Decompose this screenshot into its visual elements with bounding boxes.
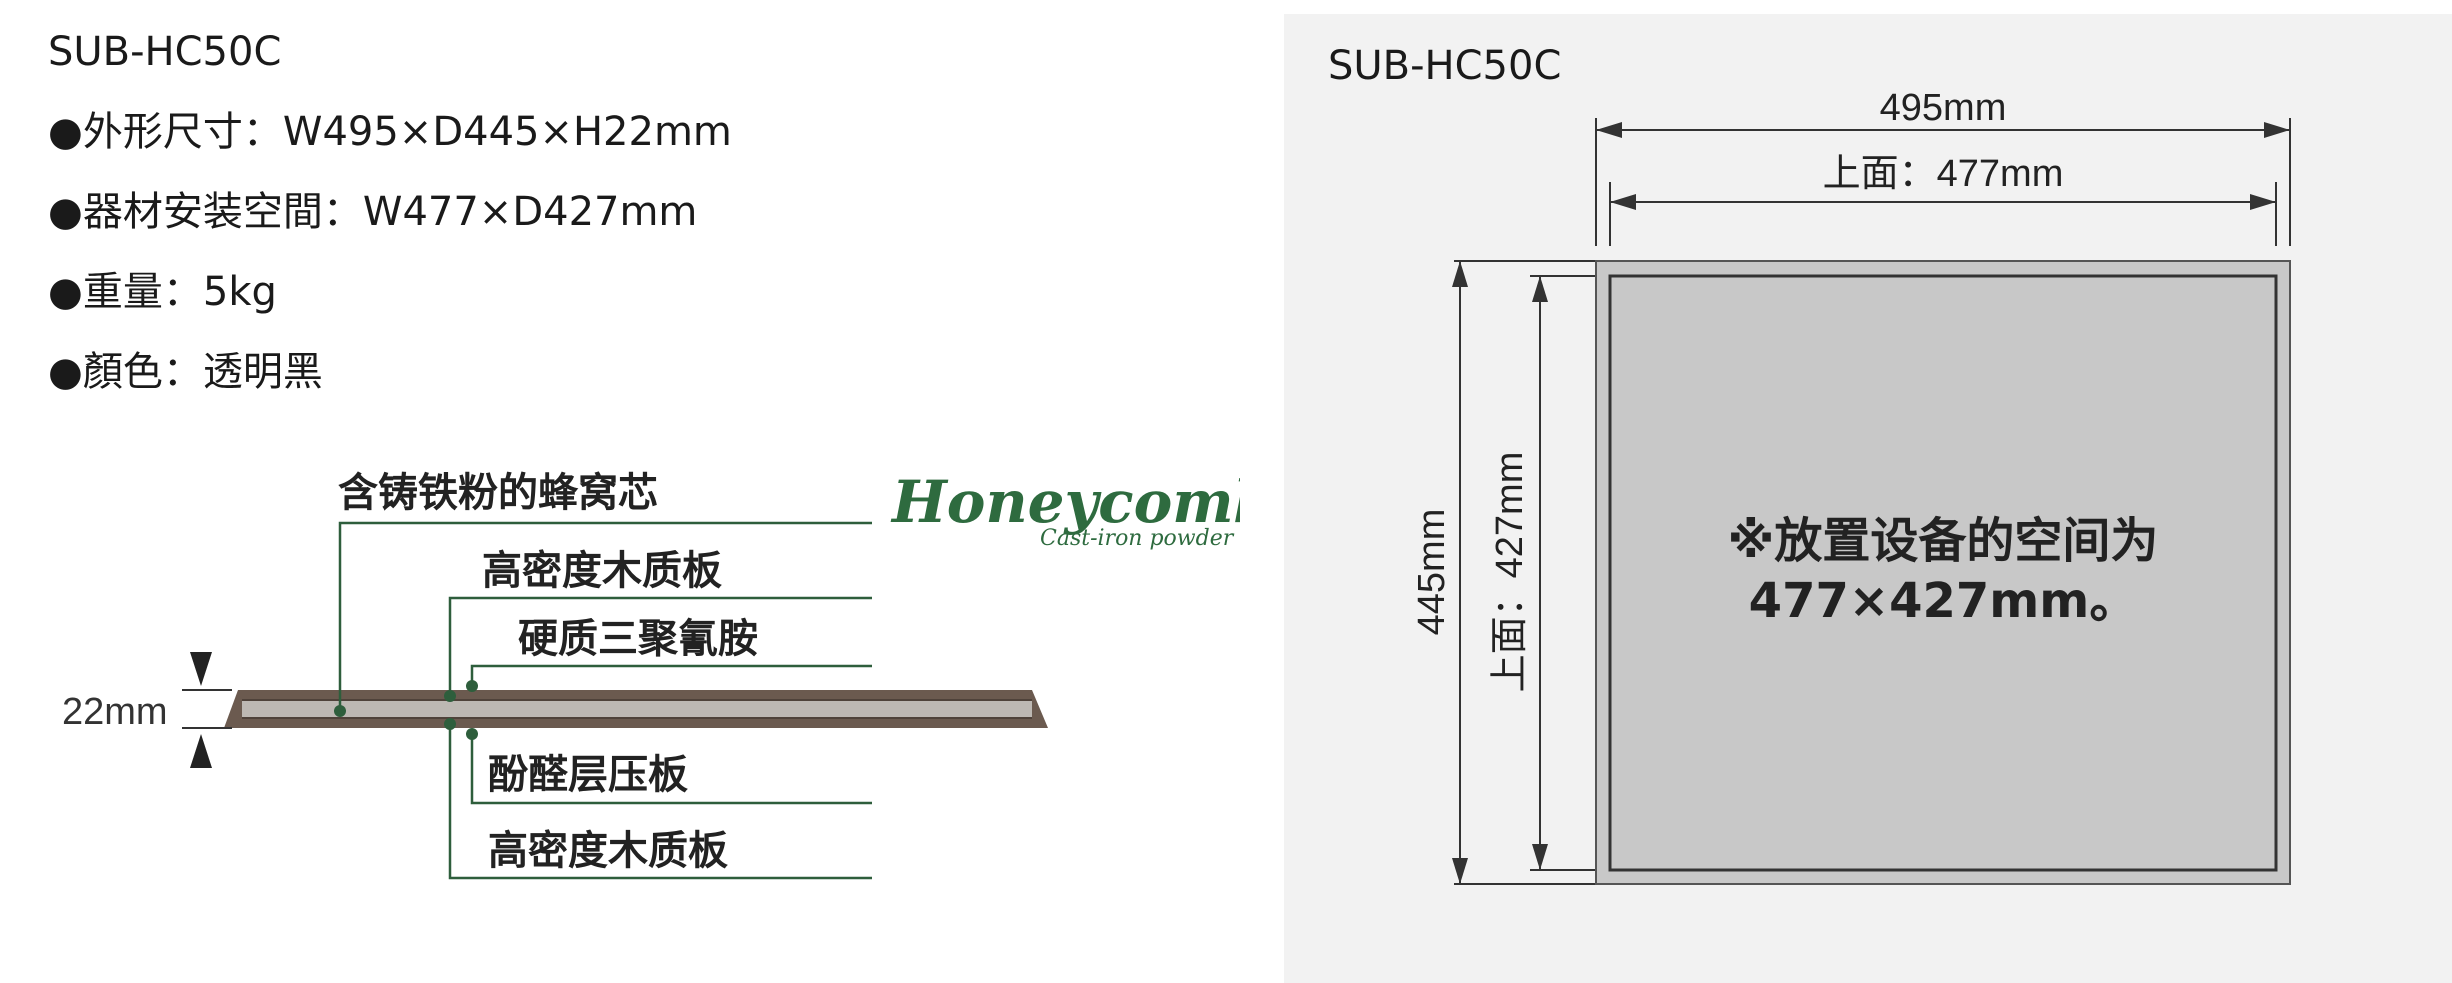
space-note-line2: 477×427mm。 xyxy=(1749,573,2138,629)
leader-phenolic xyxy=(470,734,872,805)
label-board-top: 高密度木质板 xyxy=(482,548,722,594)
layer-diagram: 22mm 含铸铁粉的蜂窝芯 高密度木质板 硬质三聚氰胺 酚醛层压板 高密度木质板… xyxy=(62,468,1240,880)
label-phenolic: 酚醛层压板 xyxy=(488,752,688,798)
top-view-model-title: SUB-HC50C xyxy=(1328,43,1562,89)
brand-logo: Honeycomb xyxy=(890,468,1240,536)
dot-melamine xyxy=(466,680,478,692)
label-melamine: 硬质三聚氰胺 xyxy=(518,616,758,662)
brand-subtitle: Cast-iron powder xyxy=(1040,526,1235,551)
leader-board-bottom xyxy=(448,724,872,880)
outer-width-label: 495mm xyxy=(1880,87,2007,129)
label-board-bottom: 高密度木质板 xyxy=(488,828,728,874)
dot-board-top xyxy=(444,690,456,702)
leader-melamine xyxy=(470,664,872,686)
spec-color: ●顏色：透明黑 xyxy=(48,349,323,395)
model-title: SUB-HC50C xyxy=(48,29,282,75)
outer-depth-label: 445mm xyxy=(1411,509,1453,636)
label-core: 含铸铁粉的蜂窝芯 xyxy=(338,470,658,516)
dot-core xyxy=(334,705,346,717)
spec-weight: ●重量：5kg xyxy=(48,269,277,315)
dot-board-bottom xyxy=(444,718,456,730)
leader-board-top xyxy=(448,596,872,696)
space-note-line1: ※放置设备的空间为 xyxy=(1728,513,2159,569)
top-view-panel: SUB-HC50C 495mm 上面：477mm 445mm 上面：427mm xyxy=(1284,14,2452,983)
dot-phenolic xyxy=(466,728,478,740)
thickness-arrow-top xyxy=(190,652,212,686)
spec-dimensions: ●外形尺寸：W495×D445×H22mm xyxy=(48,109,732,155)
leader-core xyxy=(338,521,872,711)
spec-mount-space: ●器材安装空間：W477×D427mm xyxy=(48,189,698,235)
thickness-arrow-bottom xyxy=(190,734,212,768)
thickness-label: 22mm xyxy=(62,691,168,733)
usable-area xyxy=(1608,274,2278,872)
top-view-diagram: 495mm 上面：477mm 445mm 上面：427mm ※放置设备的空间为 … xyxy=(1411,87,2291,885)
board-core xyxy=(242,700,1032,718)
inner-width-label: 上面：477mm xyxy=(1823,153,2064,195)
inner-depth-label: 上面：427mm xyxy=(1489,452,1531,693)
